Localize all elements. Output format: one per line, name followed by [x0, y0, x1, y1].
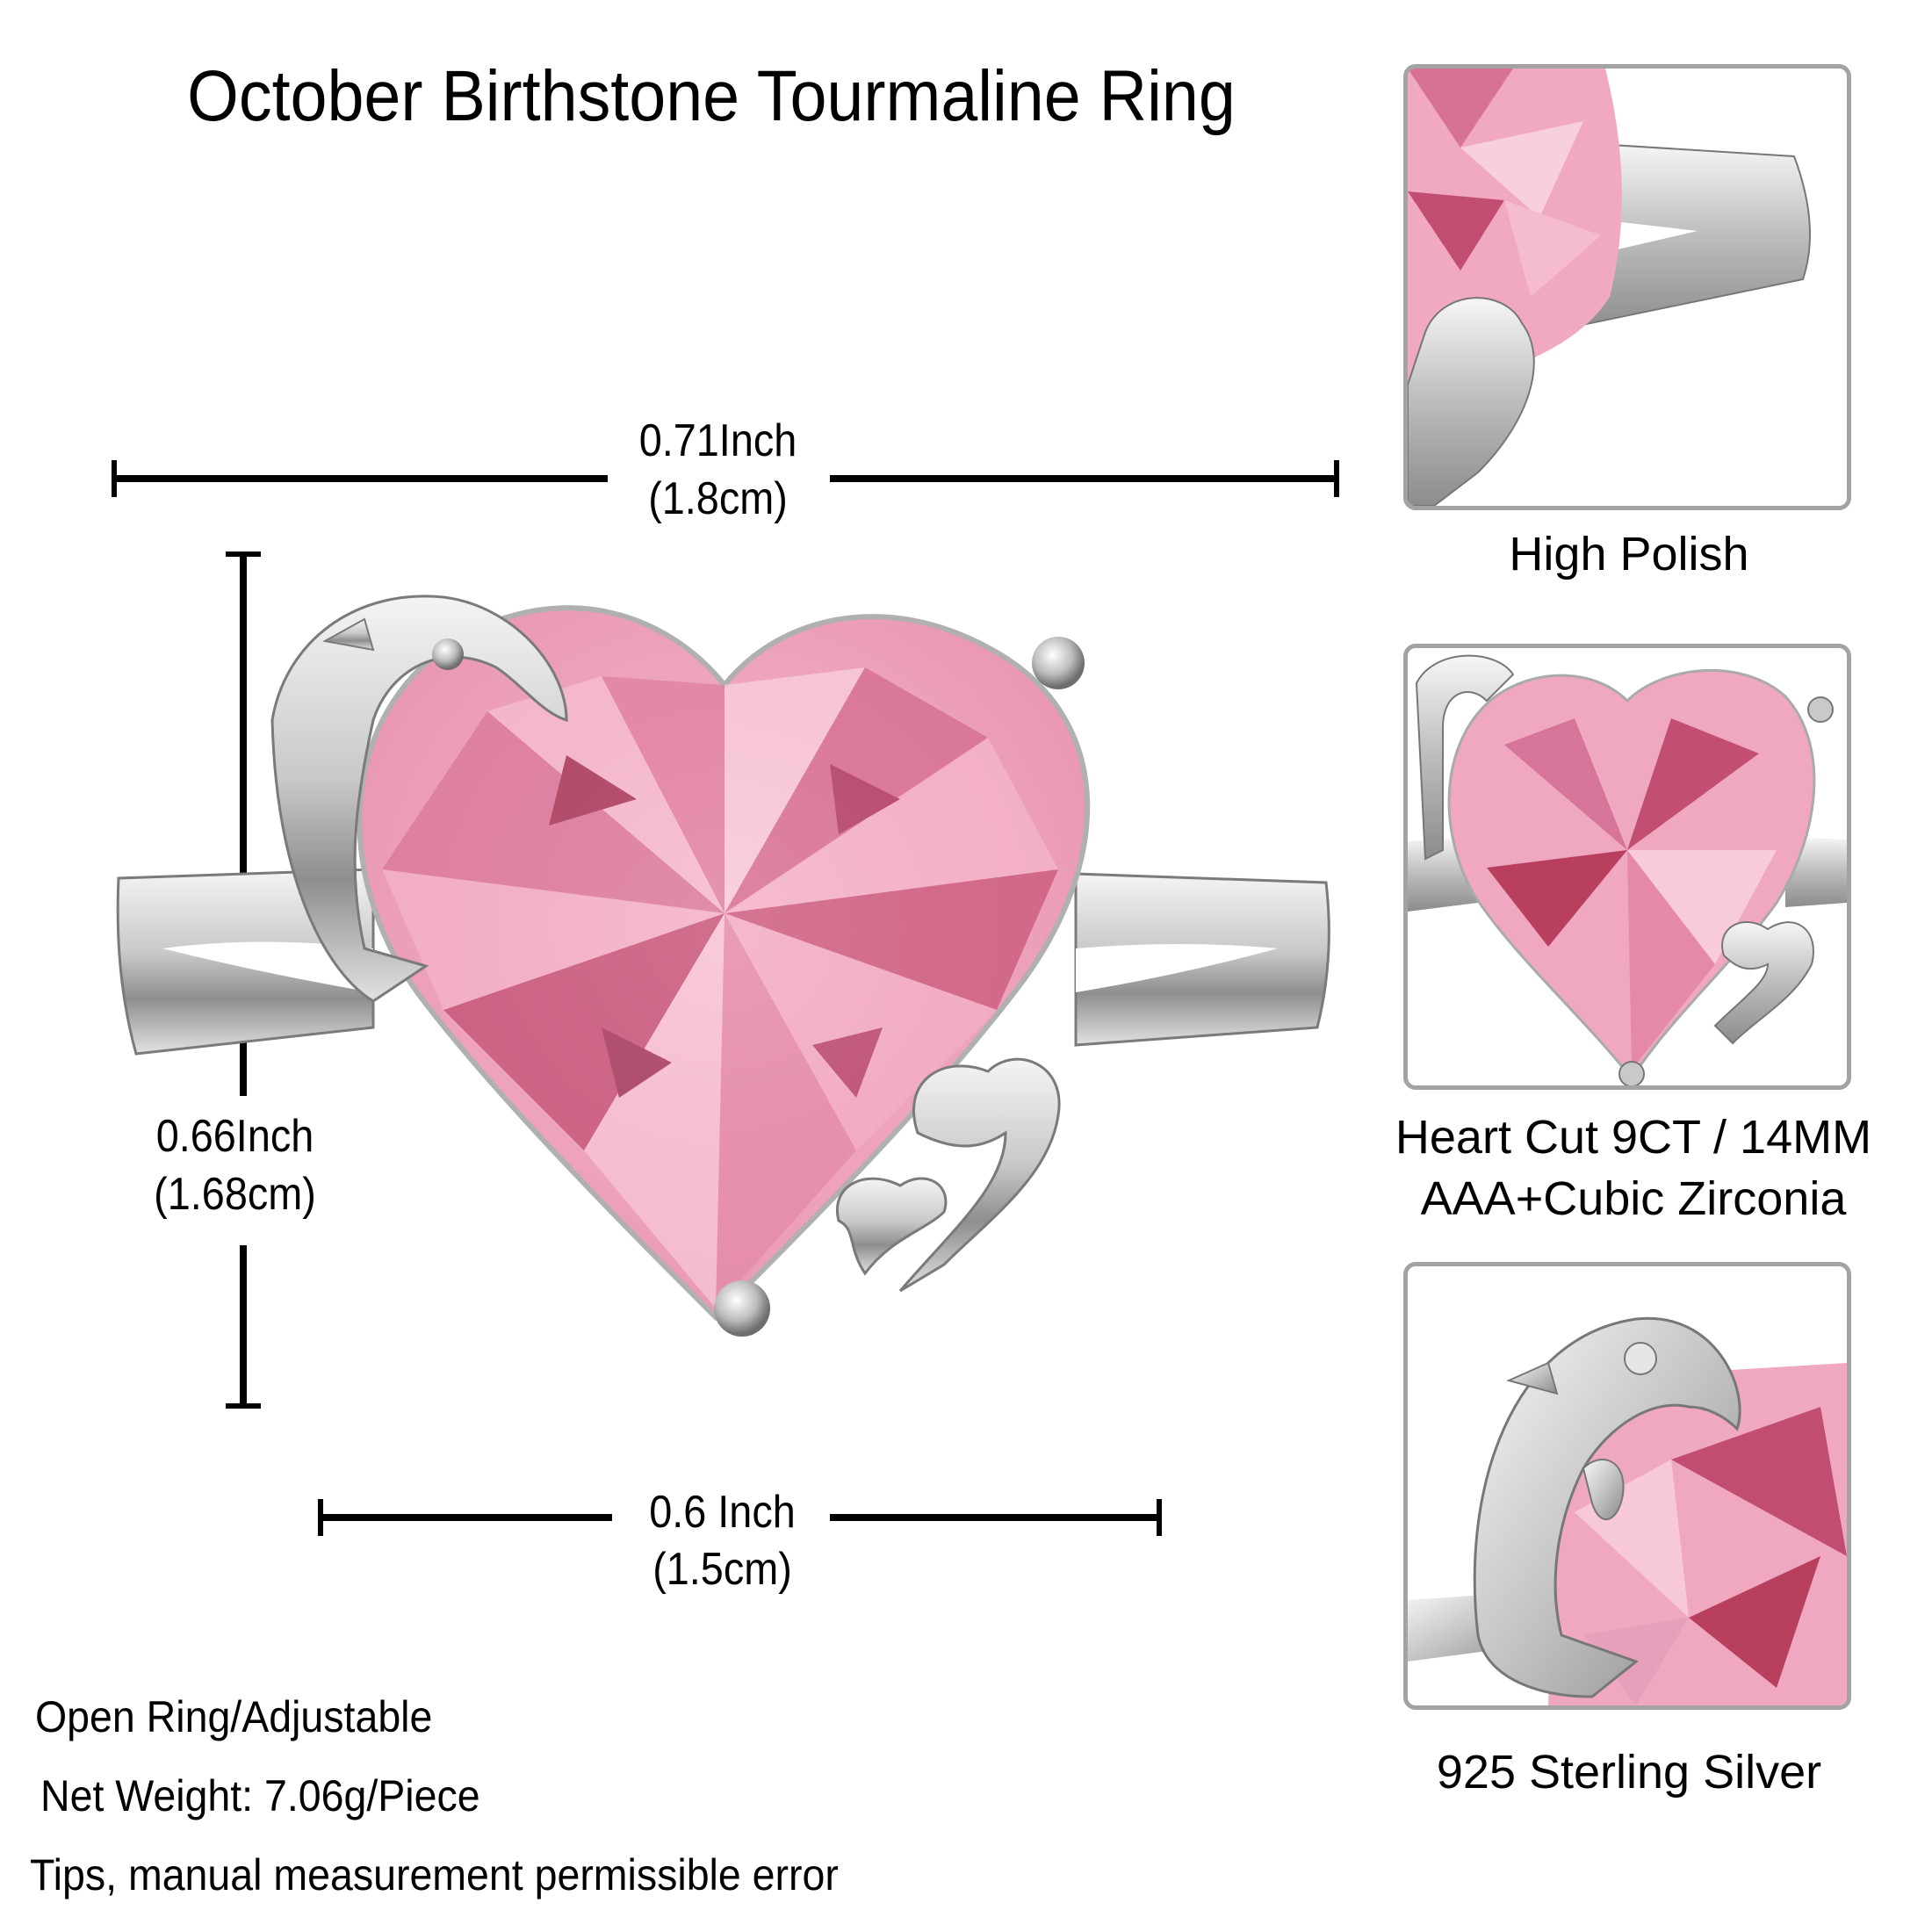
detail-panel-high-polish	[1403, 64, 1851, 510]
detail-caption-high-polish: High Polish	[1509, 528, 1749, 580]
detail-image-dolphin	[1408, 1316, 1847, 1705]
detail-caption-sterling-silver: 925 Sterling Silver	[1436, 1746, 1822, 1799]
dimension-width-bottom-inch: 0.6 Inch	[649, 1487, 796, 1538]
detail-panel-sterling-silver	[1403, 1262, 1851, 1710]
dimension-line-top-right	[830, 475, 1339, 482]
spec-adjustable: Open Ring/Adjustable	[35, 1692, 433, 1741]
dimension-cap-bottom	[226, 1403, 261, 1409]
dimension-cap-right-bottom	[1157, 1499, 1162, 1536]
dimension-width-bottom-cm: (1.5cm)	[652, 1544, 792, 1595]
dimension-width-top-inch: 0.71Inch	[638, 415, 797, 466]
dimension-line-vertical-bottom	[240, 1245, 247, 1408]
detail-caption-material: AAA+Cubic Zirconia	[1420, 1172, 1847, 1225]
dimension-line-bottom-right	[830, 1514, 1162, 1521]
dimension-height-cm: (1.68cm)	[154, 1169, 316, 1220]
dimension-height-inch: 0.66Inch	[155, 1111, 314, 1162]
ring-main-image	[110, 536, 1339, 1431]
dimension-line-top-left	[112, 475, 608, 482]
dimension-width-top-cm: (1.8cm)	[648, 473, 788, 524]
product-title: October Birthstone Tourmaline Ring	[187, 56, 1236, 136]
detail-panel-heart-cut	[1403, 644, 1851, 1090]
spec-net-weight: Net Weight: 7.06g/Piece	[40, 1771, 480, 1820]
detail-caption-cut-size: Heart Cut 9CT / 14MM	[1395, 1111, 1872, 1164]
dimension-line-bottom-left	[318, 1514, 612, 1521]
spec-tips: Tips, manual measurement permissible err…	[30, 1850, 839, 1900]
dimension-line-vertical-top	[240, 551, 247, 1096]
detail-image-band	[1408, 68, 1811, 506]
dimension-cap-right	[1334, 460, 1339, 497]
detail-image-heart	[1408, 654, 1847, 1085]
